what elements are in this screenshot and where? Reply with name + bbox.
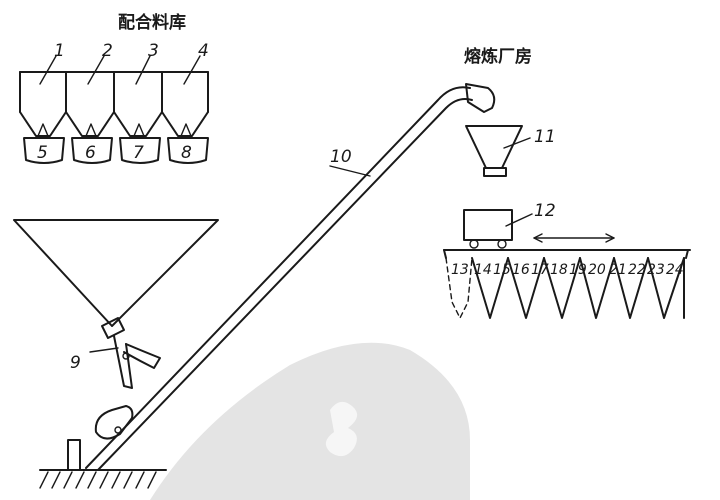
label-bin-24: 24 (666, 262, 684, 278)
label-bin-17: 17 (531, 262, 549, 278)
furnace-bins (443, 249, 691, 319)
label-feeder-8: 8 (181, 143, 192, 163)
label-hopper-11: 11 (534, 127, 556, 147)
label-bin-2: 2 (102, 41, 113, 61)
label-feeder-6: 6 (85, 143, 96, 163)
label-bin-4: 4 (198, 41, 209, 61)
receiving-hopper (465, 125, 531, 177)
batch-bins (19, 55, 209, 164)
distribution-car (463, 209, 615, 249)
batch-store-title: 配合料库 (118, 12, 186, 33)
label-bin-23: 23 (647, 262, 665, 278)
label-bin-21: 21 (609, 262, 627, 278)
large-hopper (13, 219, 219, 389)
label-hoist-10: 10 (330, 147, 352, 167)
label-bin-18: 18 (550, 262, 568, 278)
label-feeder-7: 7 (133, 143, 144, 163)
label-bin-16: 16 (512, 262, 530, 278)
label-bin-13: 13 (451, 262, 469, 278)
label-bin-22: 22 (628, 262, 646, 278)
label-car-12: 12 (534, 201, 556, 221)
label-bin-19: 19 (569, 262, 587, 278)
label-bin-15: 15 (493, 262, 511, 278)
skip-car (94, 405, 134, 440)
label-gate-9: 9 (70, 353, 81, 373)
label-bin-3: 3 (148, 41, 159, 61)
label-bin-1: 1 (54, 41, 65, 61)
label-feeder-5: 5 (37, 143, 48, 163)
ground (39, 439, 167, 489)
label-bin-20: 20 (588, 262, 606, 278)
melting-house-title: 熔炼厂房 (464, 46, 532, 67)
label-bin-14: 14 (474, 262, 492, 278)
watermark (150, 342, 470, 500)
inclined-hoist (85, 83, 496, 471)
